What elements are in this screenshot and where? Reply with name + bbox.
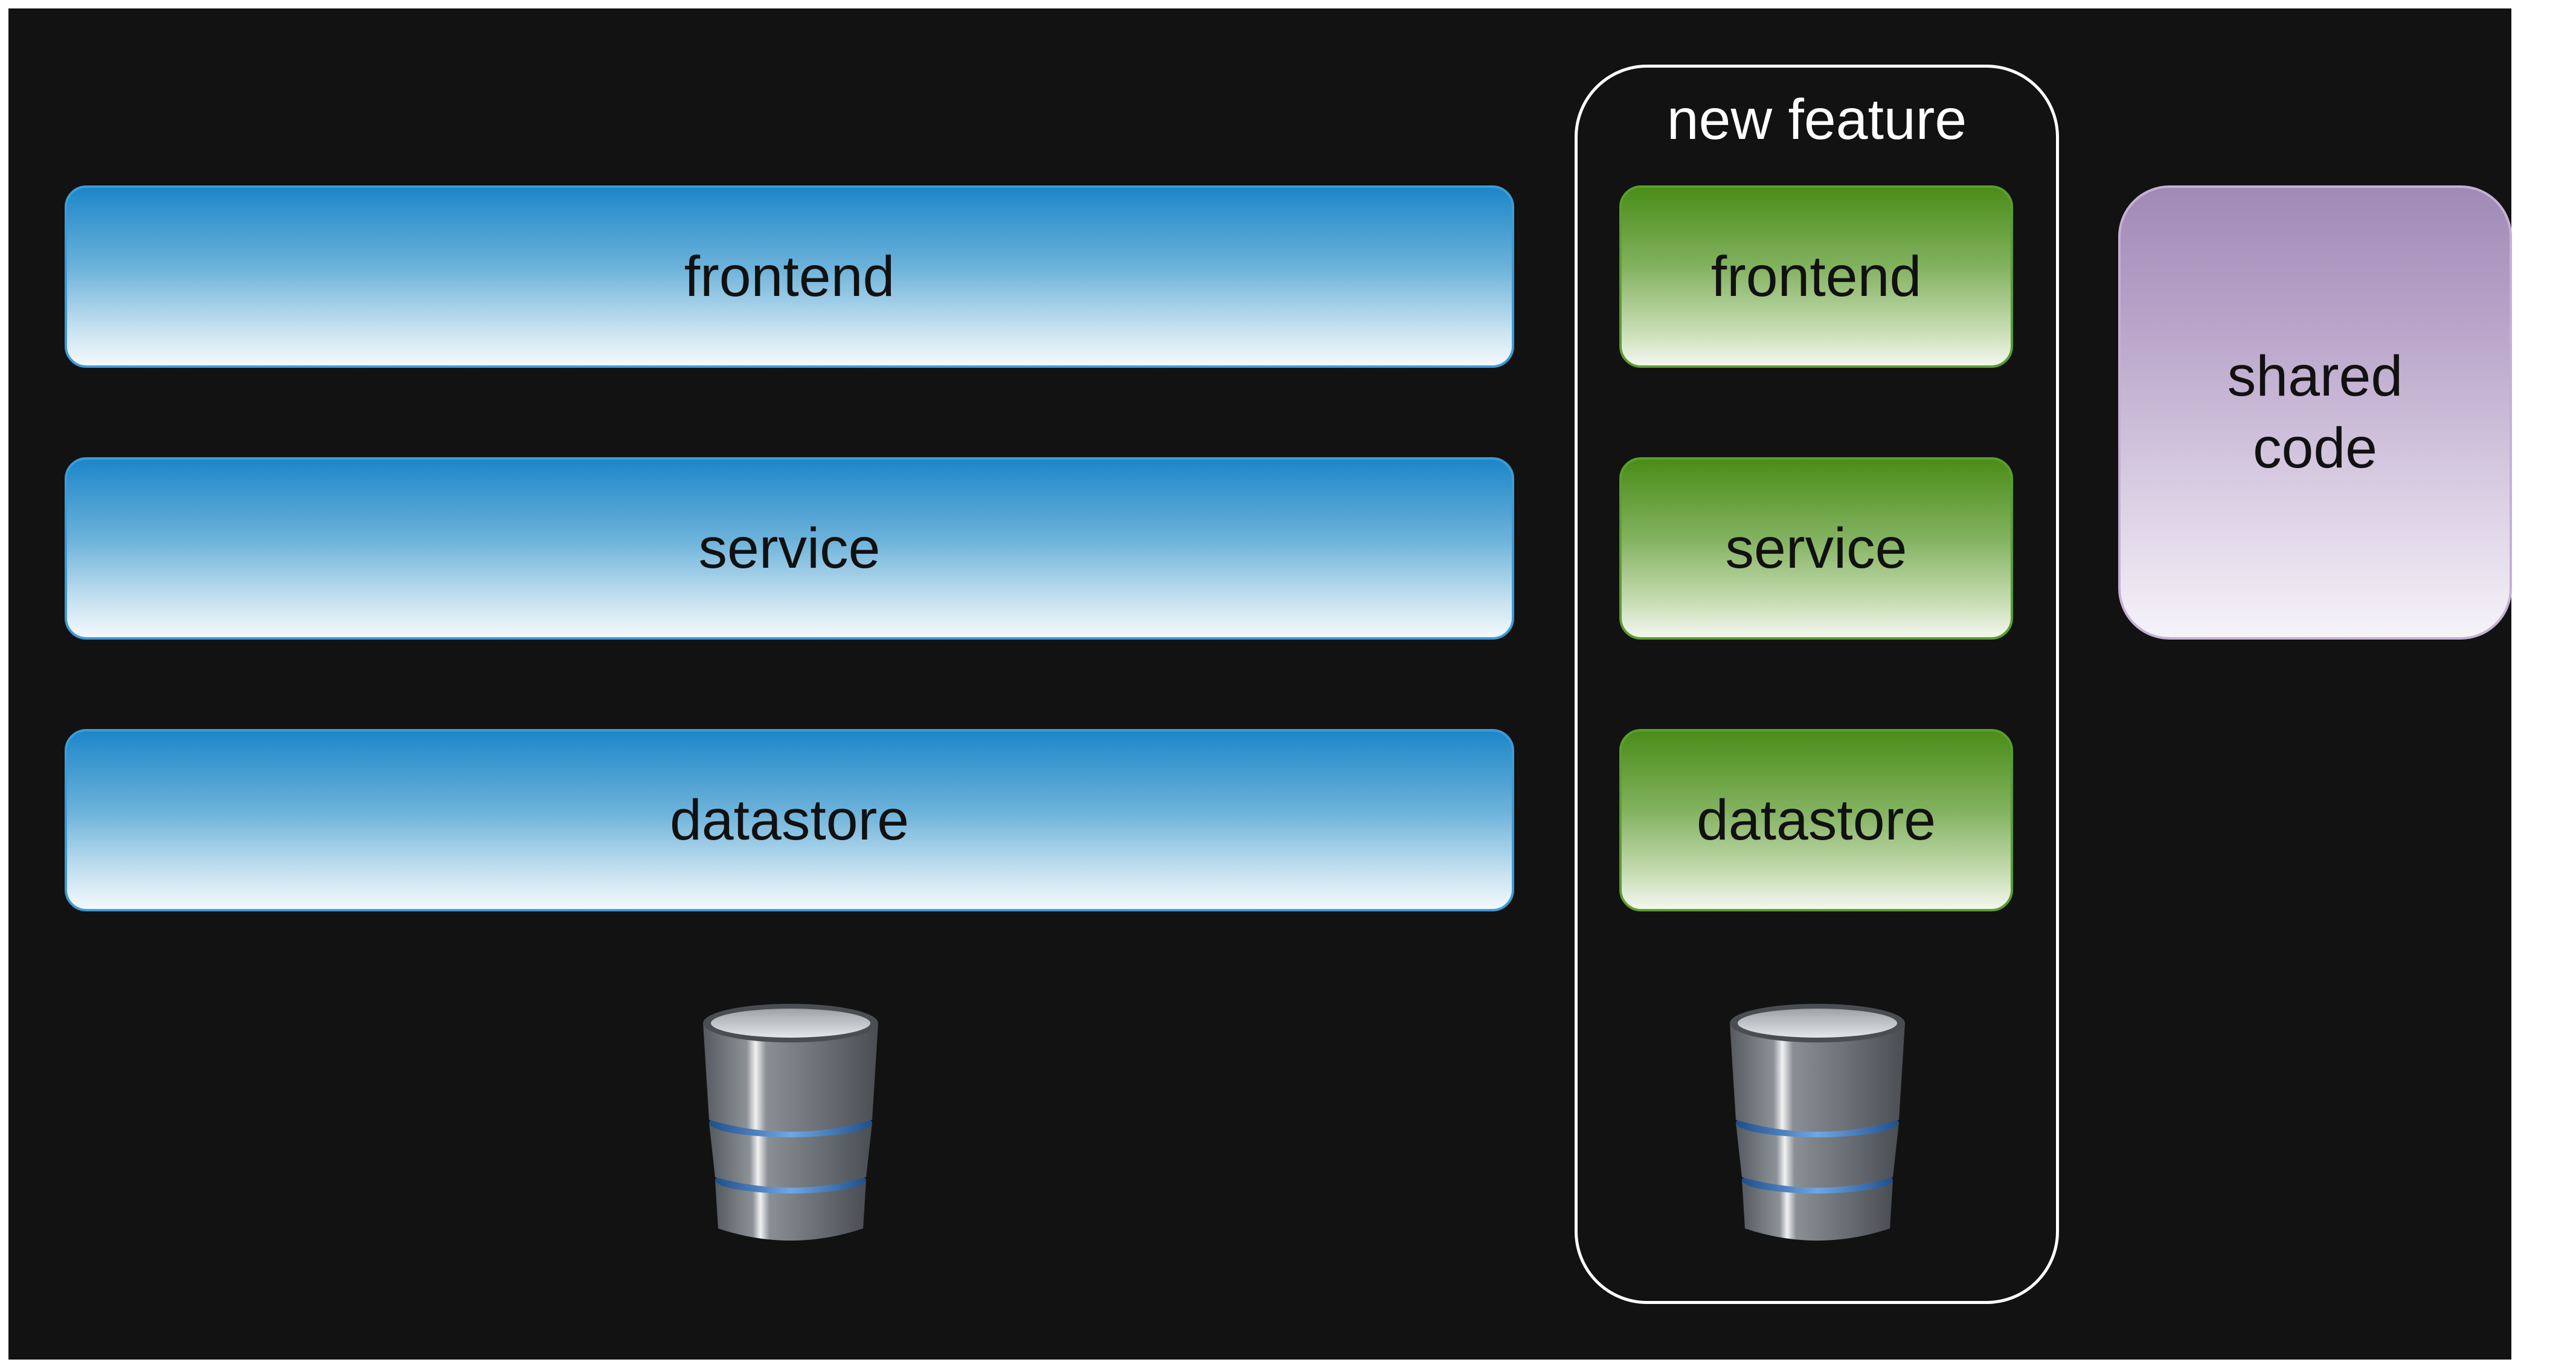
- main-service-layer: service: [65, 457, 1514, 640]
- shared-code-line1: shared: [2227, 344, 2403, 409]
- main-frontend-label: frontend: [684, 244, 895, 309]
- feature-service-label: service: [1725, 516, 1907, 580]
- feature-database-icon: [1730, 1004, 1905, 1241]
- feature-frontend-layer: frontend: [1619, 185, 2013, 368]
- shared-code-line2: code: [2252, 416, 2377, 480]
- diagram-canvas: frontend service datastore: [8, 8, 2512, 1360]
- shared-code-block: shared code: [2118, 185, 2512, 640]
- main-datastore-label: datastore: [669, 788, 910, 852]
- feature-datastore-label: datastore: [1696, 788, 1936, 852]
- feature-frontend-label: frontend: [1710, 244, 1922, 309]
- main-service-label: service: [698, 516, 881, 580]
- feature-datastore-layer: datastore: [1619, 729, 2013, 911]
- new-feature-group: [1575, 65, 2059, 1304]
- feature-service-layer: service: [1619, 457, 2013, 640]
- main-frontend-layer: frontend: [65, 185, 1514, 368]
- database-icon: [703, 1004, 878, 1241]
- new-feature-title: new feature: [1666, 88, 1967, 152]
- main-datastore-layer: datastore: [65, 729, 1514, 911]
